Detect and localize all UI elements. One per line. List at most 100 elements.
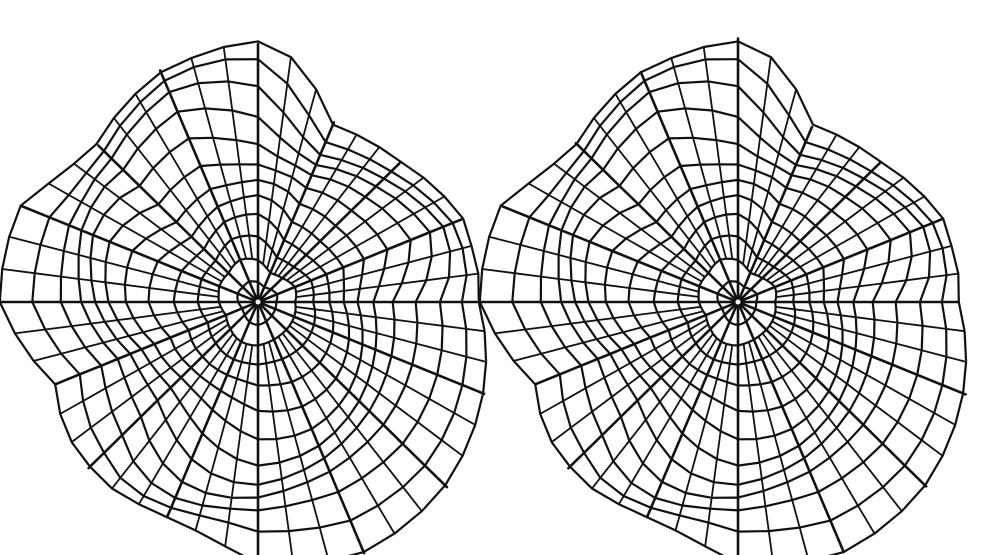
sub-radial (467, 274, 479, 276)
sub-radial (198, 83, 205, 108)
sub-radial (449, 275, 467, 277)
sub-radial (362, 269, 384, 275)
sub-radial (489, 237, 520, 245)
hub (735, 299, 742, 306)
sub-radial (205, 108, 213, 137)
sub-radial (264, 344, 267, 363)
sub-radial (177, 417, 190, 440)
sub-radial (282, 479, 284, 491)
sub-radial (149, 288, 175, 291)
sub-radial (922, 440, 943, 456)
sub-radial (163, 440, 177, 463)
sub-radial (561, 202, 571, 208)
sub-radial (858, 506, 875, 534)
sub-radial (197, 199, 207, 216)
sub-radial (776, 288, 793, 293)
sub-radial (671, 376, 680, 388)
ring-segment (641, 41, 738, 72)
ring-segment (629, 302, 651, 338)
sub-radial (657, 310, 680, 313)
ring-segment (329, 302, 333, 332)
sub-radial (326, 353, 343, 365)
sub-radial (828, 176, 836, 186)
ring-segment (718, 287, 723, 293)
sub-radial (930, 248, 943, 251)
ring-segment (258, 446, 319, 466)
sub-radial (824, 275, 842, 280)
ring-segment (707, 375, 738, 386)
ring-segment (165, 59, 259, 80)
sub-radial (554, 164, 566, 173)
sub-radial (605, 285, 630, 288)
sub-radial (906, 277, 929, 280)
ring-segment (258, 359, 282, 364)
sub-radial (295, 312, 315, 317)
sub-radial (129, 332, 143, 336)
ring-segment (80, 374, 104, 453)
sub-radial (495, 330, 525, 334)
sub-radial (156, 129, 170, 152)
sub-radial (763, 244, 772, 260)
sub-radial (283, 244, 292, 260)
sub-radial (660, 388, 671, 402)
sub-radial (213, 138, 220, 165)
sub-radial (896, 344, 921, 351)
ring-segment (873, 240, 891, 302)
sub-radial (367, 384, 379, 393)
sub-radial (571, 258, 586, 262)
ring-segment (775, 287, 776, 302)
ring-segment (793, 302, 795, 325)
sub-radial (822, 444, 830, 458)
sub-radial (228, 81, 232, 110)
sub-radial (655, 340, 671, 349)
sub-radial (795, 399, 806, 418)
sub-radial (802, 179, 810, 192)
ring-segment (258, 144, 312, 175)
ring-segment (258, 180, 300, 204)
sub-radial (105, 282, 125, 285)
sub-radial (677, 199, 687, 216)
sub-radial (429, 399, 454, 413)
sub-radial (840, 286, 859, 289)
sub-radial (775, 436, 781, 456)
sub-radial (514, 354, 542, 361)
ring-segment (791, 281, 794, 303)
sub-radial (776, 295, 794, 297)
ring-segment (512, 217, 529, 302)
sub-radial (876, 191, 886, 198)
sub-radial (356, 235, 377, 247)
sub-radial (379, 393, 396, 406)
sub-radial (244, 197, 246, 214)
sub-radial (191, 58, 194, 67)
sub-radial (824, 289, 840, 291)
sub-radial (828, 135, 837, 150)
sub-radial (600, 198, 620, 213)
sub-radial (889, 256, 912, 262)
sub-radial (339, 405, 348, 417)
ring-segment (585, 242, 589, 302)
ring-segment (738, 458, 804, 485)
sub-radial (818, 187, 829, 201)
sub-radial (863, 462, 883, 487)
sub-radial (403, 487, 422, 511)
sub-radial (361, 315, 376, 317)
ring-segment (174, 271, 182, 302)
sub-radial (140, 102, 146, 112)
sub-radial (729, 236, 732, 259)
sub-radial (402, 280, 427, 283)
ring-segment (738, 472, 810, 498)
ring-segment (541, 302, 581, 366)
sub-radial (772, 166, 775, 178)
sub-radial (600, 126, 607, 135)
sub-radial (786, 267, 801, 275)
sub-radial (845, 209, 862, 222)
sub-radial (721, 404, 725, 431)
sub-radial (598, 318, 614, 320)
sub-radial (682, 493, 685, 506)
sub-radial (363, 159, 370, 168)
sub-radial (409, 256, 432, 262)
sub-radial (525, 326, 551, 329)
ring-segment (959, 302, 966, 393)
sub-radial (287, 57, 291, 84)
ring-segment (174, 302, 189, 330)
